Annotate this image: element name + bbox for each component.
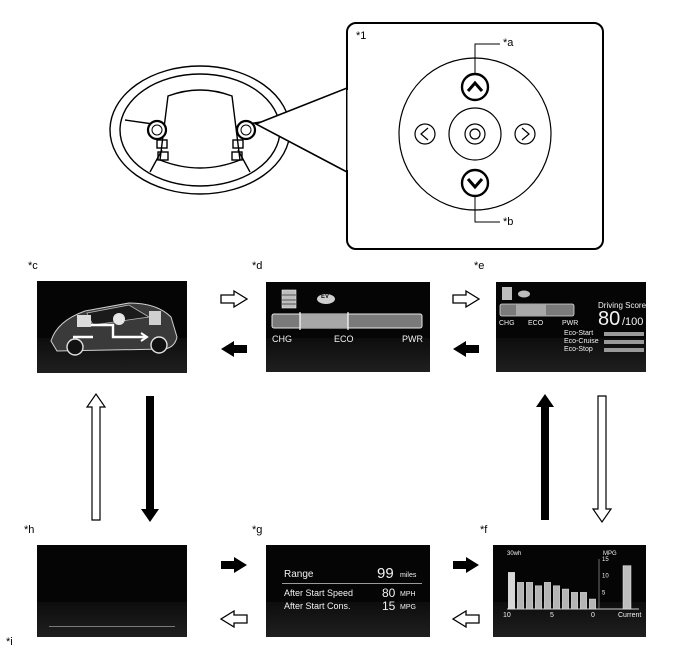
up-switch-label: *a: [503, 37, 514, 49]
eco-start-label: Eco-Start: [564, 330, 594, 337]
screen-d-label: *d: [252, 260, 263, 272]
vehicle-energy-flow-icon: [50, 302, 178, 356]
arrow-c-to-d-icon: [220, 289, 249, 309]
ev-badge: EV: [321, 294, 330, 300]
arrow-c-to-h-icon: [141, 396, 159, 522]
chart-bar: [544, 582, 551, 610]
down-switch-label: *b: [503, 216, 514, 228]
score-pwr-label: PWR: [562, 320, 579, 327]
mpg-unit-label: MPG: [603, 551, 617, 557]
after-start-cons-label: After Start Cons.: [284, 601, 351, 611]
after-start-cons-value: 15: [382, 599, 396, 613]
screen-f-label: *f: [480, 524, 488, 536]
chart-y-tick: 10: [602, 574, 609, 580]
score-eco-label: ECO: [528, 320, 544, 327]
screen-trip-info: Range 99 miles After Start Speed 80 MPH …: [266, 545, 430, 637]
driving-score-max: /100: [622, 316, 644, 328]
screen-driving-score: CHG ECO PWR Driving Score 80 /100 Eco-St…: [496, 282, 646, 372]
driving-score-title: Driving Score: [598, 301, 646, 310]
callout-1-label: *1: [356, 30, 367, 42]
arrow-f-to-e-icon: [536, 394, 554, 520]
screen-hybrid-indicator: EV CHG ECO PWR: [266, 282, 430, 372]
screen-consumption-history: 30wh MPG 15 10 5 10 5 0 Current: [493, 545, 646, 637]
chart-bar: [589, 598, 596, 610]
arrow-h-to-c-icon: [85, 392, 107, 521]
chart-x-tick: 0: [591, 612, 595, 619]
screen-blank: [37, 545, 187, 637]
driving-score-value: 80: [598, 308, 621, 330]
fuel-history-chart: 15 10 5 10 5 0: [503, 557, 639, 619]
eco-indicator-bar-icon: [499, 287, 644, 352]
score-chg-label: CHG: [499, 320, 515, 327]
energy-label: 30wh: [507, 551, 522, 557]
arrow-g-to-f-icon: [453, 557, 479, 573]
after-start-speed-label: After Start Speed: [284, 588, 354, 598]
after-start-speed-value: 80: [382, 586, 396, 600]
chart-y-tick: 5: [602, 590, 606, 596]
after-start-cons-unit: MPG: [400, 604, 416, 611]
chg-label: CHG: [272, 334, 292, 344]
arrow-e-to-d-icon: [453, 341, 479, 357]
arrow-d-to-e-icon: [452, 289, 481, 309]
range-label: Range: [284, 569, 314, 580]
chart-bar: [526, 582, 533, 610]
screen-g-label: *g: [252, 524, 263, 536]
chart-bar: [562, 588, 569, 610]
arrow-e-to-f-icon: [591, 395, 613, 524]
chart-bar: [508, 572, 515, 610]
after-start-speed-unit: MPH: [400, 591, 416, 598]
eco-stop-label: Eco-Stop: [564, 346, 593, 353]
screen-e-label: *e: [474, 260, 485, 272]
current-label: Current: [618, 612, 642, 619]
screen-energy-monitor: [37, 281, 187, 373]
eco-label: ECO: [334, 334, 354, 344]
chart-bar: [580, 592, 587, 610]
pwr-label: PWR: [402, 334, 423, 344]
screen-c-label: *c: [28, 260, 38, 272]
chart-bar: [517, 582, 524, 610]
chart-y-tick: 15: [602, 557, 609, 563]
arrow-f-to-g-icon: [451, 609, 480, 629]
arrow-g-to-h-icon: [219, 609, 248, 629]
arrow-h-to-g-icon: [221, 557, 247, 573]
screen-h-label: *h: [24, 524, 35, 536]
eco-cruise-label: Eco-Cruise: [564, 338, 599, 345]
chart-bar-current: [622, 565, 632, 610]
chart-bar: [535, 585, 542, 610]
range-unit: miles: [400, 572, 417, 579]
chart-x-tick: 10: [503, 612, 511, 619]
chart-x-tick: 5: [550, 612, 554, 619]
range-divider: [282, 583, 422, 584]
range-value: 99: [377, 565, 394, 582]
chart-bar: [571, 592, 578, 610]
chart-bar: [553, 585, 560, 610]
battery-level-icon: [271, 289, 423, 330]
note-i-label: *i: [6, 636, 13, 648]
arrow-d-to-c-icon: [221, 341, 247, 357]
